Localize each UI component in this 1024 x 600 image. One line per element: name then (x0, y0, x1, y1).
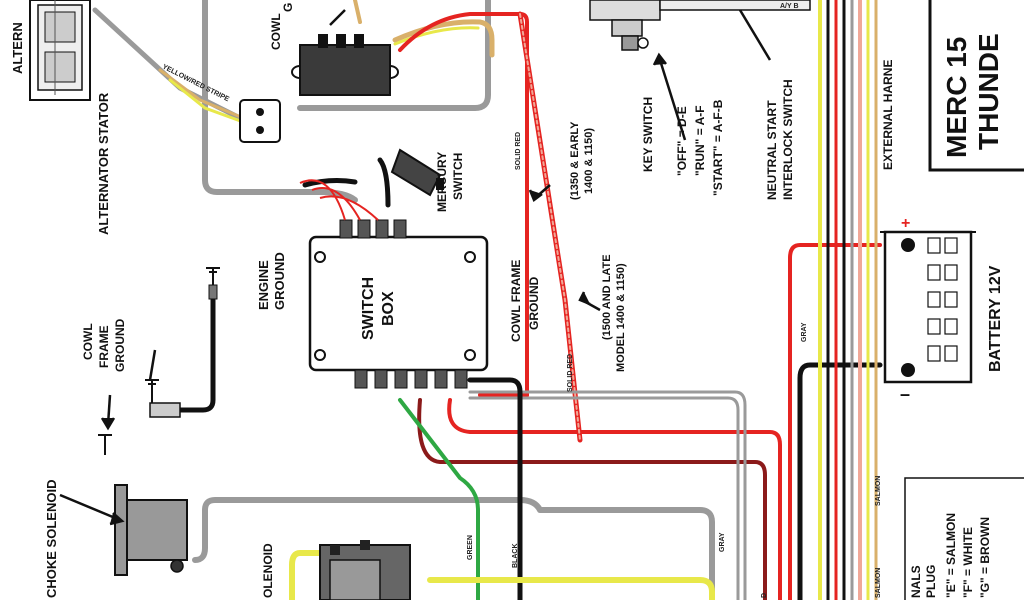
gray-switchbox-wires (468, 390, 747, 600)
label-terminal-f: "F" = WHITE (961, 527, 975, 598)
mercury-switch (390, 148, 444, 197)
label-solenoid-bottom: OLENOID (261, 543, 275, 598)
battery (880, 230, 976, 384)
label-key-switch: KEY SWITCH (641, 97, 655, 172)
label-mercury-switch-2: SWITCH (451, 153, 465, 200)
label-terminals-2: PLUG (924, 565, 938, 598)
cowl-rectifier (291, 34, 399, 96)
label-choke-solenoid: CHOKE SOLENOID (44, 480, 59, 598)
label-mercury-switch-1: MERCURY (435, 152, 449, 212)
label-switch-box-2: BOX (380, 291, 397, 326)
label-cowl-top-g: G (281, 3, 295, 12)
gray-bottom-wire (192, 497, 715, 600)
label-cowl-top: COWL (269, 13, 283, 50)
switch-box (299, 179, 489, 389)
label-battery: BATTERY 12V (987, 265, 1004, 372)
label-cowl-frame-ground-left-2: FRAME (97, 325, 111, 368)
title-box (928, 0, 1024, 172)
label-terminals-1: NALS (909, 565, 923, 598)
gray-stator-loop (202, 0, 491, 203)
green-wire (398, 398, 480, 600)
cowl-ground-terminal (98, 379, 181, 455)
label-switch-box-1: SWITCH (360, 277, 377, 340)
label-solid-red-1: SOLID RED (515, 132, 522, 170)
title-line-2: THUNDE (973, 33, 1004, 150)
terminals-box (904, 477, 1024, 600)
neutral-switch (659, 0, 811, 11)
label-d-fragment: D (761, 593, 768, 598)
label-late-model-1: (1500 AND LATE (601, 254, 613, 340)
label-ayb-fragment: A/Y B (780, 3, 799, 10)
yellow-wire (289, 550, 715, 600)
external-harness (818, 0, 878, 600)
engine-ground-terminal (206, 267, 220, 300)
label-start: "START" = A-F-B (711, 99, 725, 196)
label-off: "OFF" = D-E (675, 106, 689, 176)
label-terminal-e: "E" = SALMON (944, 513, 958, 598)
label-neutral-1: NEUTRAL START (765, 100, 779, 200)
choke-solenoid (114, 484, 188, 576)
label-salmon-1: SALMON (875, 476, 882, 506)
label-engine-ground-1: ENGINE (256, 260, 271, 310)
key-switch (589, 0, 661, 51)
label-gray-1: GRAY (801, 322, 808, 342)
label-green: GREEN (467, 535, 474, 560)
starter-solenoid (319, 540, 411, 600)
label-terminal-g: "G" = BROWN (978, 517, 992, 598)
label-alternator-stator: ALTERNATOR STATOR (96, 92, 111, 235)
label-alternator-top: ALTERN (10, 22, 25, 74)
label-solid-red-2: SOLID RED (567, 354, 574, 392)
label-run: "RUN" = A-F (693, 105, 707, 176)
label-cowl-frame-ground-left-3: GROUND (113, 318, 127, 372)
label-neutral-2: INTERLOCK SWITCH (781, 79, 795, 200)
darkred-wire (417, 398, 767, 600)
label-black: BLACK (512, 544, 519, 569)
label-engine-ground-2: GROUND (272, 252, 287, 310)
label-gray-2: GRAY (719, 532, 726, 552)
title-line-1: MERC 15 (941, 37, 972, 158)
label-early-model-2: 1400 & 1150) (583, 128, 595, 194)
pointer-arrows (59, 9, 772, 526)
label-early-model-1: (1350 & EARLY (569, 121, 581, 200)
label-salmon-2: SALMON (875, 568, 882, 598)
battery-plus: + (901, 215, 910, 232)
label-cowl-frame-ground-left-1: COWL (81, 323, 95, 360)
stator-connector (239, 99, 281, 143)
alternator (29, 0, 91, 101)
label-external-harness: EXTERNAL HARNE (881, 60, 895, 170)
battery-minus: – (900, 384, 910, 404)
black-wires (177, 157, 883, 600)
label-cowl-frame-ground-mid-2: GROUND (527, 276, 541, 330)
label-cowl-frame-ground-mid-1: COWL FRAME (509, 260, 523, 342)
label-late-model-2: MODEL 1400 & 1150) (615, 263, 627, 372)
